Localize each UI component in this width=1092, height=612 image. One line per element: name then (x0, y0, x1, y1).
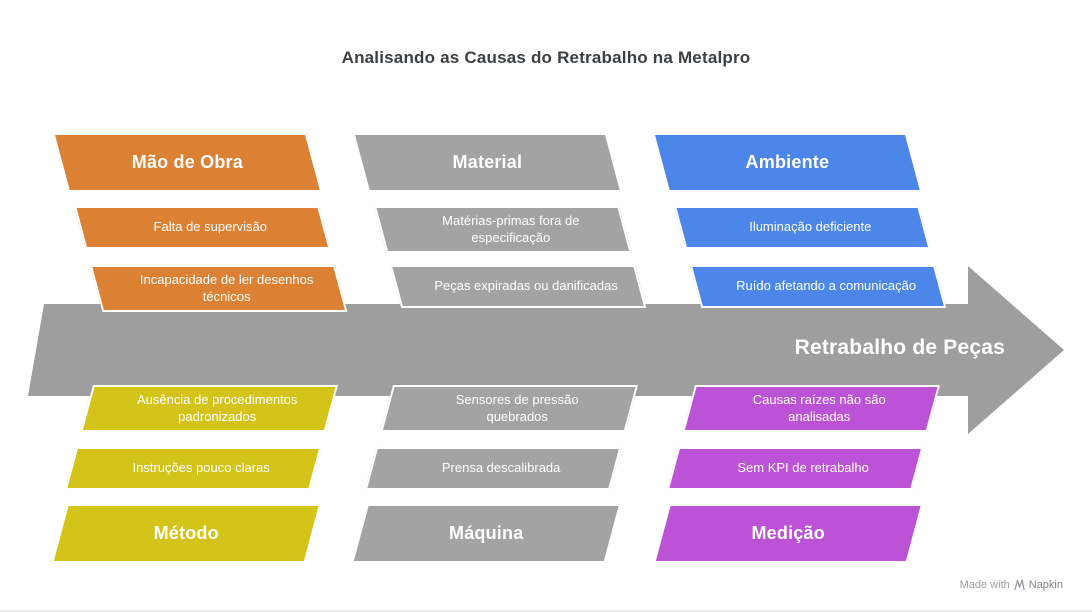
cause-label: Falta de supervisão (153, 219, 268, 235)
cause-bar: Incapacidade de ler desenhos técnicos (89, 265, 348, 312)
cause-label: Sem KPI de retrabalho (737, 460, 869, 476)
category-label: Ambiente (745, 152, 830, 172)
cause-bar: Matérias-primas fora de especificação (374, 206, 632, 253)
cause-label: Causas raízes não são analisadas (752, 392, 886, 424)
category-label: Máquina (449, 523, 524, 543)
napkin-attribution[interactable]: Made with Napkin (960, 579, 1063, 591)
category-header: Medição (655, 506, 921, 561)
category-header: Método (53, 506, 319, 561)
cause-bar: Prensa descalibrada (364, 447, 622, 490)
cause-label: Ausência de procedimentos padronizados (136, 392, 298, 424)
cause-bar: Instruções pouco claras (64, 447, 322, 490)
category-column-material: Material Matérias-primas fora de especif… (355, 135, 654, 317)
category-header: Ambiente (655, 135, 920, 190)
cause-bar: Sensores de pressão quebrados (380, 385, 638, 432)
made-with-text: Made with (959, 579, 1010, 591)
cause-bar: Peças expiradas ou danificadas (389, 265, 647, 308)
cause-label: Ruído afetando a comunicação (736, 278, 917, 294)
spine-label: Retrabalho de Peças (794, 336, 1005, 359)
cause-label: Incapacidade de ler desenhos técnicos (139, 272, 314, 304)
cause-bar: Ruído afetando a comunicação (689, 265, 947, 308)
cause-bar: Falta de supervisão (74, 206, 331, 249)
cause-bar: Causas raízes não são analisadas (682, 385, 940, 432)
cause-label: Peças expiradas ou danificadas (434, 278, 618, 294)
cause-label: Prensa descalibrada (441, 460, 561, 476)
cause-label: Matérias-primas fora de especificação (442, 213, 580, 245)
category-column-mao-de-obra: Mão de Obra Falta de supervisão Incapaci… (55, 135, 354, 317)
category-header: Material (355, 135, 620, 190)
cause-bar: Iluminação deficiente (674, 206, 931, 249)
category-label: Material (452, 152, 523, 172)
cause-label: Instruções pouco claras (132, 460, 270, 476)
cause-bar: Ausência de procedimentos padronizados (80, 385, 339, 432)
cause-label: Sensores de pressão quebrados (455, 392, 579, 424)
category-column-medicao: Causas raízes não são analisadas Sem KPI… (646, 385, 945, 567)
category-column-maquina: Sensores de pressão quebrados Prensa des… (344, 385, 643, 567)
category-label: Método (153, 523, 219, 543)
cause-label: Iluminação deficiente (749, 219, 872, 235)
category-label: Medição (751, 523, 825, 543)
diagram-title: Analisando as Causas do Retrabalho na Me… (341, 48, 751, 67)
category-column-metodo: Ausência de procedimentos padronizados I… (44, 385, 343, 567)
category-label: Mão de Obra (131, 152, 243, 172)
category-header: Máquina (353, 506, 619, 561)
category-header: Mão de Obra (55, 135, 320, 190)
napkin-logo-icon (1014, 579, 1025, 591)
napkin-brand-text: Napkin (1028, 579, 1063, 591)
category-column-ambiente: Ambiente Iluminação deficiente Ruído afe… (655, 135, 954, 317)
cause-bar: Sem KPI de retrabalho (666, 447, 924, 490)
